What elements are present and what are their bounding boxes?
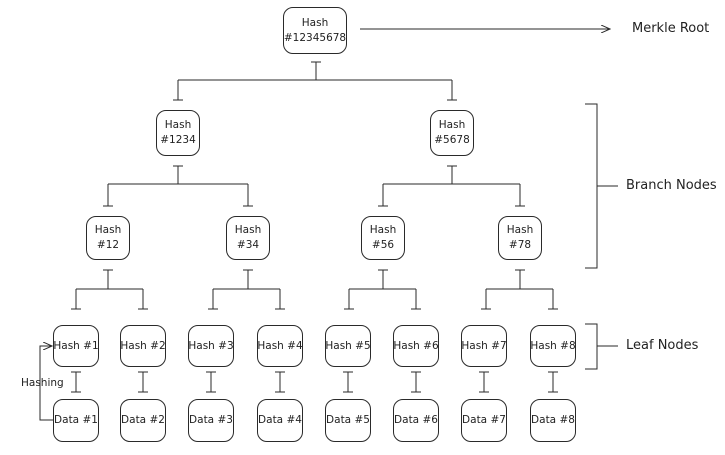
data-block-node: Data #7 xyxy=(461,399,507,442)
data-block-node: Data #6 xyxy=(393,399,439,442)
leaf-hash-node: Hash #8 xyxy=(530,325,576,367)
branch-hash-line1: Hash xyxy=(506,224,534,236)
branch-hash-line2: #56 xyxy=(371,239,395,251)
data-block-node: Data #1 xyxy=(53,399,99,442)
data-block-label: Data #3 xyxy=(189,414,233,426)
data-block-node: Data #3 xyxy=(188,399,234,442)
root-hash-node: Hash #12345678 xyxy=(283,7,347,54)
leaf-hash-label: Hash #1 xyxy=(53,339,99,352)
leaf-hash-node: Hash #6 xyxy=(393,325,439,367)
leaf-hash-label: Hash #7 xyxy=(461,339,507,352)
data-block-label: Data #2 xyxy=(121,414,165,426)
data-block-node: Data #2 xyxy=(120,399,166,442)
branch-nodes-label: Branch Nodes xyxy=(626,178,717,193)
leaf-hash-node: Hash #1 xyxy=(53,325,99,367)
merkle-root-label: Merkle Root xyxy=(632,21,710,36)
leaf-nodes-label: Leaf Nodes xyxy=(626,338,699,353)
branch-hash-node: Hash #34 xyxy=(226,216,270,260)
branch-hash-node: Hash #5678 xyxy=(430,110,474,156)
leaf-hash-node: Hash #3 xyxy=(188,325,234,367)
leaf-nodes-bracket xyxy=(585,323,598,370)
branch-hash-node: Hash #1234 xyxy=(156,110,200,156)
branch-hash-line2: #1234 xyxy=(160,134,196,146)
connector-34 xyxy=(208,269,285,310)
leaf-hash-node: Hash #5 xyxy=(325,325,371,367)
connector-78 xyxy=(481,269,558,310)
leaf-hash-label: Hash #3 xyxy=(188,339,234,352)
leaf-hash-label: Hash #5 xyxy=(325,339,371,352)
leaf-hash-label: Hash #6 xyxy=(393,339,439,352)
branch-hash-node: Hash #12 xyxy=(86,216,130,260)
connector-1234 xyxy=(103,165,253,207)
data-block-label: Data #5 xyxy=(326,414,370,426)
leaf-hash-node: Hash #2 xyxy=(120,325,166,367)
branch-hash-line2: #78 xyxy=(508,239,532,251)
branch-hash-line1: Hash xyxy=(369,224,397,236)
connector-5678 xyxy=(378,165,525,207)
data-block-label: Data #1 xyxy=(54,414,98,426)
hashing-label: Hashing xyxy=(21,377,64,389)
branch-hash-line1: Hash xyxy=(234,224,262,236)
leaf-hash-node: Hash #4 xyxy=(257,325,303,367)
leaf-hash-label: Hash #4 xyxy=(257,339,303,352)
root-hash-line1: Hash xyxy=(301,16,329,29)
leaf-hash-label: Hash #2 xyxy=(120,339,166,352)
branch-hash-line1: Hash xyxy=(164,119,192,131)
data-block-label: Data #7 xyxy=(462,414,506,426)
data-block-node: Data #5 xyxy=(325,399,371,442)
branch-hash-node: Hash #56 xyxy=(361,216,405,260)
branch-hash-line1: Hash xyxy=(438,119,466,131)
data-to-hash-connectors xyxy=(71,371,558,393)
data-block-label: Data #4 xyxy=(258,414,302,426)
data-block-node: Data #8 xyxy=(530,399,576,442)
connector-root xyxy=(173,61,457,101)
leaf-hash-node: Hash #7 xyxy=(461,325,507,367)
branch-hash-node: Hash #78 xyxy=(498,216,542,260)
branch-nodes-bracket xyxy=(585,103,598,269)
root-hash-line2: #12345678 xyxy=(283,31,347,44)
data-block-label: Data #8 xyxy=(531,414,575,426)
connector-56 xyxy=(344,269,421,310)
leaf-hash-label: Hash #8 xyxy=(530,339,576,352)
data-block-node: Data #4 xyxy=(257,399,303,442)
branch-hash-line2: #5678 xyxy=(434,134,470,146)
hashing-arrow xyxy=(39,346,53,421)
branch-hash-line1: Hash xyxy=(94,224,122,236)
branch-hash-line2: #34 xyxy=(236,239,260,251)
connector-12 xyxy=(71,269,148,310)
data-block-label: Data #6 xyxy=(394,414,438,426)
branch-hash-line2: #12 xyxy=(96,239,120,251)
